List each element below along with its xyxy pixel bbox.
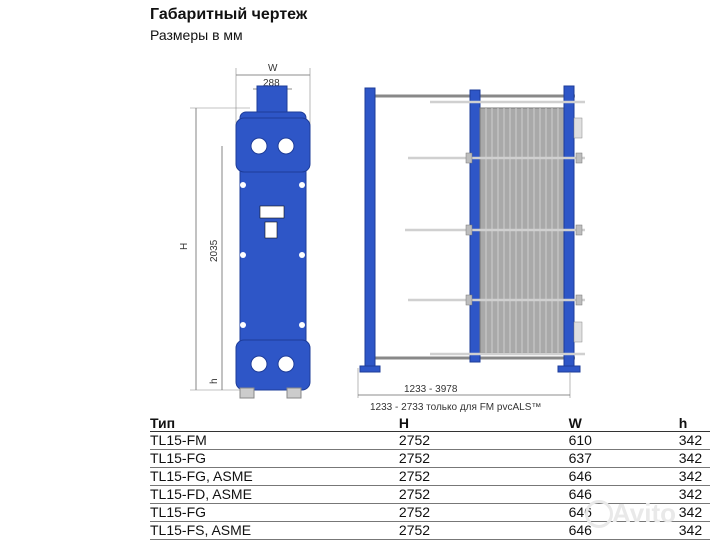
label-plate-icon	[264, 221, 278, 239]
port-bottom-right-icon	[277, 355, 295, 373]
bolt-hole-icon	[240, 252, 246, 258]
h-dimension-label: H	[179, 243, 190, 250]
cell-h: 2752	[260, 449, 444, 468]
connection-stubs	[573, 117, 583, 343]
port-top-left-icon	[250, 137, 268, 155]
col-h-header: H	[398, 414, 410, 431]
bolt-hole-icon	[240, 322, 246, 328]
cell-w: 646	[443, 485, 604, 504]
cell-w: 610	[443, 431, 604, 450]
table-row: TL15-FG 2752 637 342	[150, 449, 710, 468]
cell-type: TL15-FG	[150, 449, 261, 468]
cell-small-h: 342	[603, 431, 710, 450]
support-column	[364, 87, 376, 371]
width-288-label: 288	[263, 78, 280, 89]
cell-small-h: 342	[603, 449, 710, 468]
pvcals-note: 1233 - 2733 только для FM pvcALS™	[370, 402, 541, 413]
table-row: TL15-FS, ASME 2752 646 342	[150, 521, 710, 540]
cell-w: 646	[443, 467, 604, 486]
technical-drawing: W 288 H 2035 h	[179, 63, 585, 413]
frame-plate-top	[235, 117, 311, 173]
port-top-right-icon	[277, 137, 295, 155]
bolt-hole-icon	[299, 322, 305, 328]
col-small-h-header: h	[678, 414, 688, 431]
cell-type: TL15-FS, ASME	[150, 521, 261, 540]
cell-w: 646	[443, 503, 604, 522]
cell-w: 637	[443, 449, 604, 468]
cell-type: TL15-FG, ASME	[150, 467, 261, 486]
nameplate-icon	[259, 205, 285, 219]
bolt-nuts	[465, 152, 583, 306]
tightening-bolts	[405, 100, 585, 356]
side-view: 1233 - 3978 1233 - 2733 только для FM pv…	[357, 85, 585, 413]
cell-type: TL15-FM	[150, 431, 261, 450]
cell-type: TL15-FD, ASME	[150, 485, 261, 504]
cell-h: 2752	[260, 503, 444, 522]
cell-small-h: 342	[603, 467, 710, 486]
table-row: TL15-FG 2752 646 342	[150, 503, 710, 522]
page-subtitle: Размеры в мм	[150, 27, 243, 43]
port-bottom-left-icon	[250, 355, 268, 373]
col-w-header: W	[568, 414, 582, 431]
front-view: W 288 H 2035 h	[179, 63, 311, 399]
foot-right-icon	[286, 387, 302, 399]
table-row: TL15-FD, ASME 2752 646 342	[150, 485, 710, 504]
col-type-header: Тип	[150, 414, 176, 431]
bolt-hole-icon	[299, 252, 305, 258]
cell-h: 2752	[260, 485, 444, 504]
foot-left-icon	[239, 387, 255, 399]
table-row: TL15-FM 2752 610 342	[150, 431, 710, 450]
frame-plate-side	[563, 85, 575, 369]
specs-table: Тип H W h TL15-FM 2752 610 342 TL15-FG 2…	[150, 414, 710, 540]
height-2035-label: 2035	[209, 239, 220, 262]
cell-h: 2752	[260, 467, 444, 486]
cell-h: 2752	[260, 521, 444, 540]
cell-small-h: 342	[603, 503, 710, 522]
frame-plate-bottom	[235, 339, 311, 391]
w-dimension-label: W	[268, 63, 278, 74]
table-header-row: Тип H W h	[150, 414, 710, 432]
cell-small-h: 342	[603, 485, 710, 504]
cell-h: 2752	[260, 431, 444, 450]
avito-logo-icon	[585, 500, 613, 528]
avito-watermark: Avito	[612, 498, 677, 528]
page-title: Габаритный чертеж	[150, 6, 308, 23]
length-range-label: 1233 - 3978	[404, 384, 458, 395]
cell-w: 646	[443, 521, 604, 540]
bolt-hole-icon	[299, 182, 305, 188]
table-row: TL15-FG, ASME 2752 646 342	[150, 467, 710, 486]
top-connection-block	[256, 85, 288, 115]
bolt-hole-icon	[240, 182, 246, 188]
small-h-label: h	[209, 378, 220, 384]
cell-type: TL15-FG	[150, 503, 261, 522]
